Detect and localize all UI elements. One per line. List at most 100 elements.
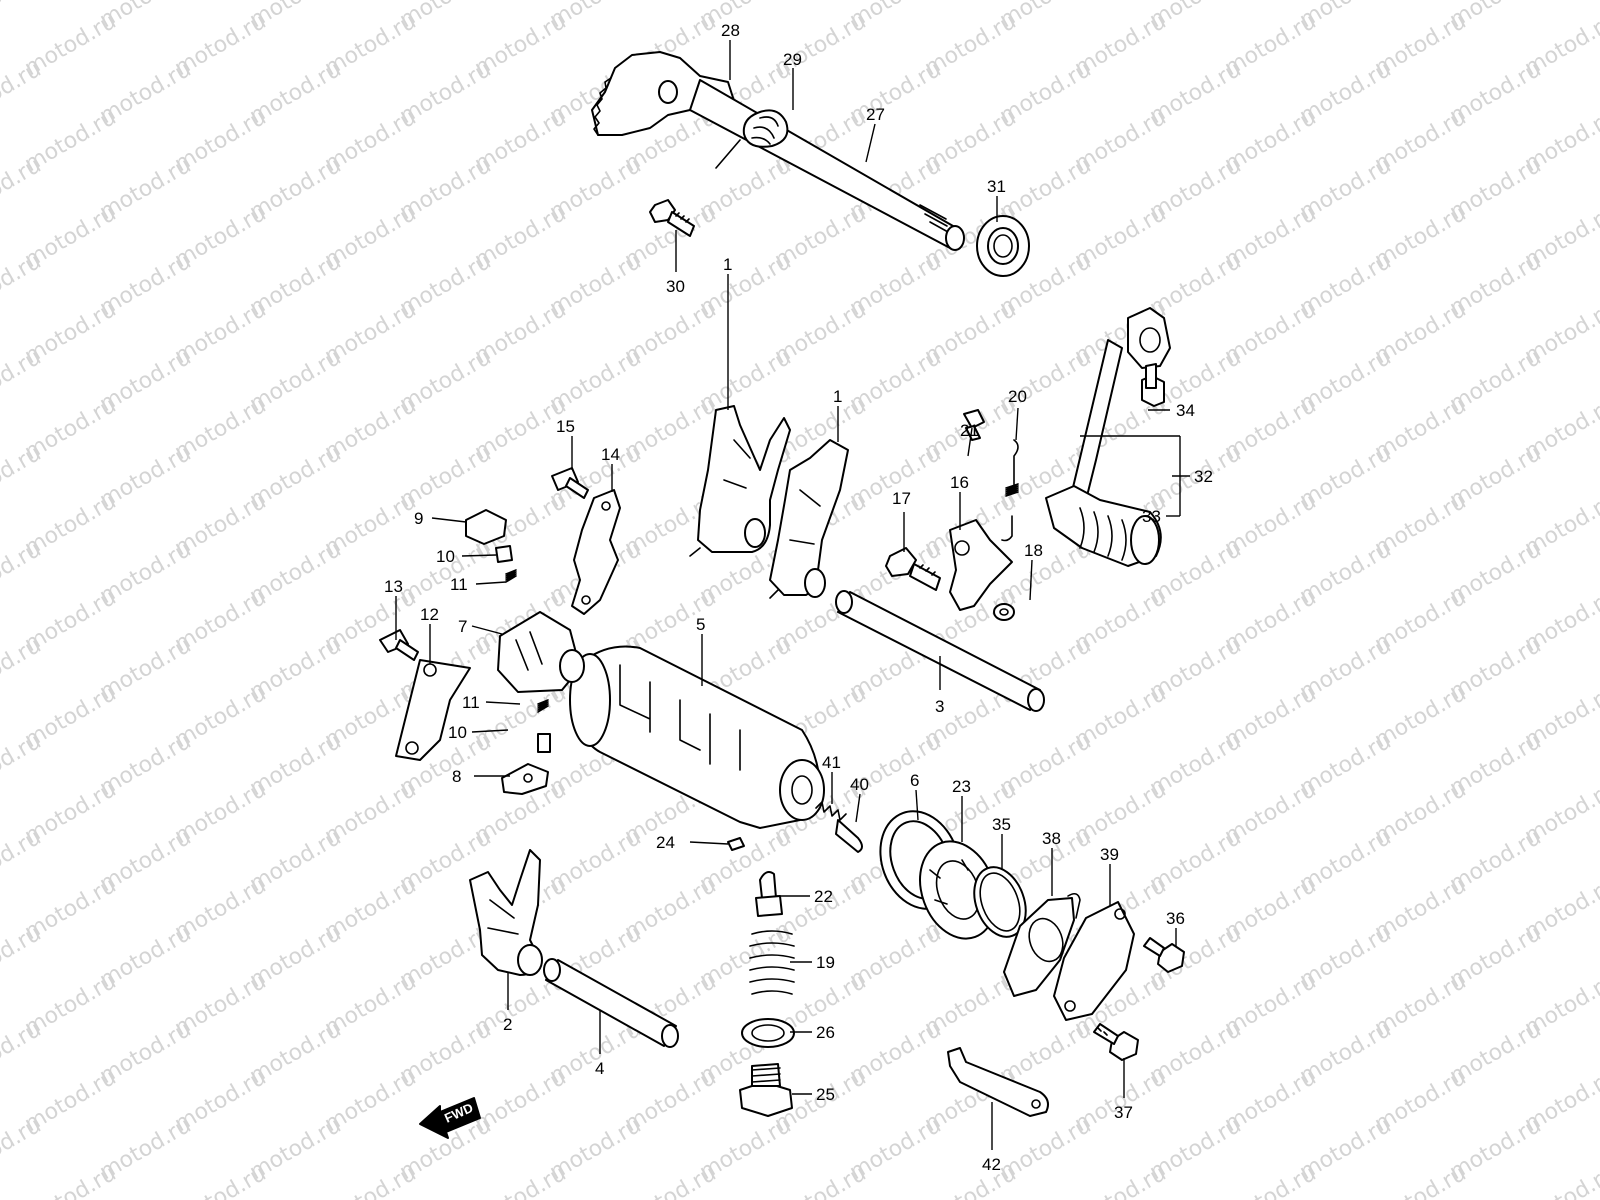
callout-38: 38 [1042, 829, 1061, 848]
screw-37 [1093, 1023, 1139, 1061]
callout-1a: 1 [723, 255, 732, 274]
callout-36: 36 [1166, 909, 1185, 928]
callout-40: 40 [850, 775, 869, 794]
pawl-8 [501, 763, 549, 795]
callout-6: 6 [910, 771, 919, 790]
watermark-text: motod.ru [1521, 1161, 1600, 1200]
leader-lines [395, 40, 1190, 1150]
watermark-text: motod.ru [1371, 1161, 1471, 1200]
oil-seal-31 [976, 215, 1030, 277]
watermark-text: motod.ru [0, 345, 45, 417]
shift-cam-drum-5 [569, 645, 825, 829]
callout-15: 15 [556, 417, 575, 436]
pin-21 [963, 409, 985, 441]
watermark-text: motod.ru [1596, 0, 1600, 33]
callout-16: 16 [950, 473, 969, 492]
watermark-text: motod.ru [1221, 1161, 1321, 1200]
pin-10a [495, 545, 513, 563]
callout-17: 17 [892, 489, 911, 508]
callout-26: 26 [816, 1023, 835, 1042]
callout-39: 39 [1100, 845, 1119, 864]
callout-25: 25 [816, 1085, 835, 1104]
callout-20: 20 [1008, 387, 1027, 406]
callout-8: 8 [452, 767, 461, 786]
sensor-38 [1003, 892, 1081, 997]
callout-4: 4 [595, 1059, 604, 1078]
spring-20 [1001, 439, 1019, 542]
callout-19: 19 [816, 953, 835, 972]
watermark-text: motod.ru [771, 1161, 871, 1200]
callout-7: 7 [458, 617, 467, 636]
watermark-text: motod.ru [0, 633, 45, 705]
callout-1b: 1 [833, 387, 842, 406]
watermark-text: motod.ru [0, 1113, 45, 1185]
callout-2: 2 [503, 1015, 512, 1034]
callout-35: 35 [992, 815, 1011, 834]
callout-11a: 11 [450, 575, 468, 594]
fwd-direction-arrow: FWD [419, 1097, 481, 1139]
callout-42: 42 [982, 1155, 1001, 1174]
cover-39 [1053, 901, 1135, 1021]
bolt-17 [885, 547, 941, 591]
spring-19 [749, 930, 795, 995]
watermark-text: motod.ru [471, 1161, 571, 1200]
callout-5: 5 [696, 615, 705, 634]
watermark-text: motod.ru [0, 441, 45, 513]
callout-18: 18 [1024, 541, 1043, 560]
callout-3: 3 [935, 697, 944, 716]
callout-labels: 28 29 27 31 30 1 1 15 14 9 10 11 13 12 7… [384, 21, 1213, 1174]
watermark-text: motod.ru [621, 1161, 721, 1200]
shift-fork-2 [469, 849, 543, 976]
gearshift-shaft-assembly [591, 51, 965, 251]
callout-9: 9 [414, 509, 423, 528]
callout-10b: 10 [448, 723, 467, 742]
watermark-text: motod.ru [171, 1161, 271, 1200]
watermark-text: motod.ru [1071, 1161, 1171, 1200]
callout-14: 14 [601, 445, 620, 464]
pawl-9 [465, 509, 507, 545]
watermark-text: motod.ru [0, 1017, 45, 1089]
watermark-text: motod.ru [0, 729, 45, 801]
callout-28: 28 [721, 21, 740, 40]
callout-22: 22 [814, 887, 833, 906]
bracket-42 [947, 1047, 1049, 1117]
pin-10b [537, 733, 551, 753]
watermark-text: motod.ru [0, 537, 45, 609]
callout-31: 31 [987, 177, 1006, 196]
washer-18 [993, 603, 1015, 621]
callout-23: 23 [952, 777, 971, 796]
watermark-text: motod.ru [0, 825, 45, 897]
contact-pin-40 [835, 819, 863, 853]
watermark-text: motod.ru [0, 0, 45, 33]
callout-30: 30 [666, 277, 685, 296]
screw-15 [551, 467, 589, 499]
watermark-text: motod.ru [321, 1161, 421, 1200]
o-ring-35 [973, 866, 1027, 938]
spring-11b [537, 699, 549, 713]
screw-36 [1143, 937, 1185, 973]
plunger-22 [755, 871, 783, 917]
watermark-text: motod.ru [0, 57, 45, 129]
washer-26 [741, 1018, 795, 1048]
callout-24: 24 [656, 833, 675, 852]
shift-fork-1b [769, 439, 849, 599]
callout-27: 27 [866, 105, 885, 124]
plug-25 [739, 1063, 793, 1117]
callout-34: 34 [1176, 401, 1195, 420]
spring-41 [815, 801, 847, 821]
callout-37: 37 [1114, 1103, 1133, 1122]
gearshift-lever-assembly [1045, 307, 1171, 567]
callout-13: 13 [384, 577, 403, 596]
callout-29: 29 [783, 50, 802, 69]
callout-21: 21 [960, 421, 979, 440]
callout-10a: 10 [436, 547, 455, 566]
fork-shaft-4 [543, 958, 679, 1048]
watermark-text: motod.ru [21, 1161, 121, 1200]
shift-arm-16 [949, 519, 1013, 611]
callout-41: 41 [822, 753, 841, 772]
plate-14 [571, 489, 621, 615]
fork-shaft-3 [835, 590, 1045, 712]
bolt-30 [649, 199, 695, 237]
spring-11a [505, 569, 517, 583]
